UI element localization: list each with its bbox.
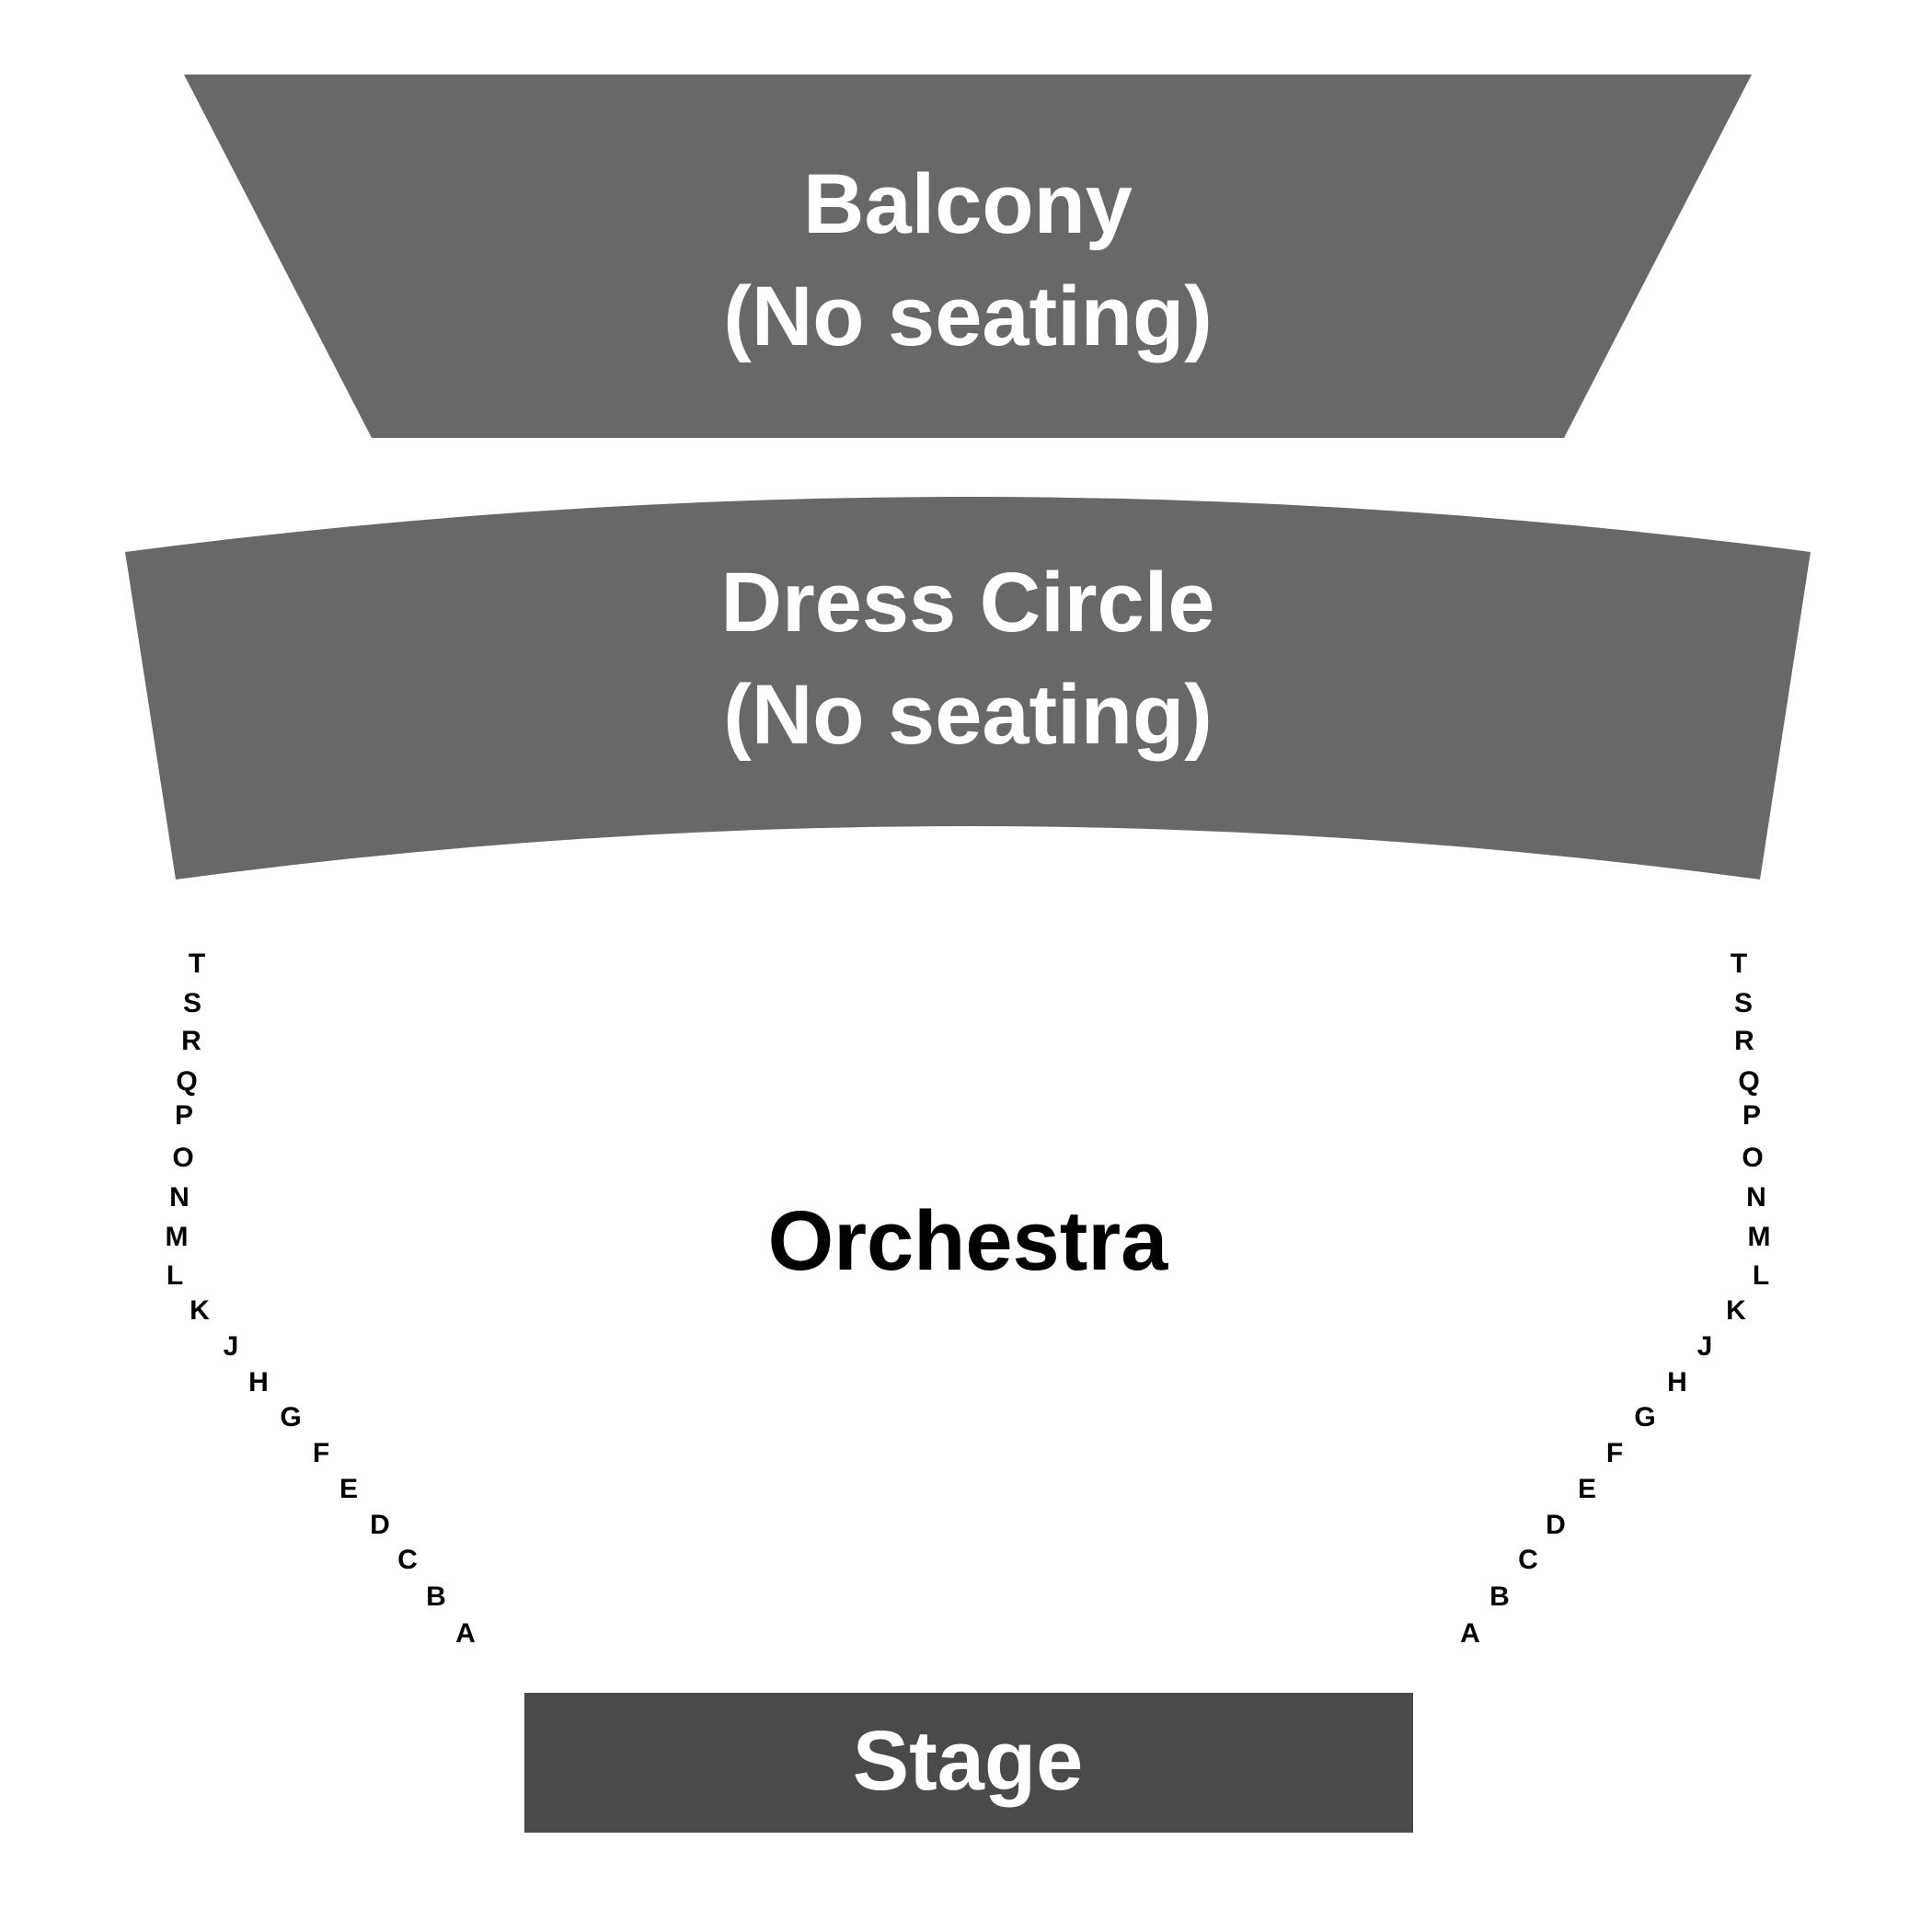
row-label-left-t: T — [189, 949, 205, 979]
stage-shape — [524, 1693, 1413, 1833]
row-label-left-f: F — [313, 1438, 329, 1468]
row-label-left-p: P — [175, 1100, 193, 1131]
dress-circle-section: Dress Circle (No seating) — [125, 497, 1811, 880]
row-label-right-b: B — [1489, 1581, 1510, 1612]
row-label-right-q: Q — [1738, 1066, 1759, 1097]
row-label-left-a: A — [455, 1618, 476, 1649]
row-label-right-m: M — [1748, 1222, 1771, 1252]
row-label-left-k: K — [190, 1295, 210, 1326]
balcony-section: Balcony (No seating) — [184, 75, 1752, 438]
row-label-right-f: F — [1606, 1438, 1623, 1468]
row-label-right-a: A — [1460, 1618, 1480, 1649]
row-label-left-s: S — [183, 988, 201, 1018]
dress-circle-title: Dress Circle — [721, 556, 1215, 650]
row-label-right-s: S — [1734, 988, 1753, 1018]
row-label-left-g: G — [280, 1402, 301, 1432]
row-label-right-l: L — [1753, 1260, 1769, 1291]
row-label-right-d: D — [1546, 1510, 1566, 1540]
stage-label: Stage — [853, 1714, 1084, 1808]
row-label-right-c: C — [1518, 1545, 1538, 1575]
row-label-right-p: P — [1742, 1100, 1761, 1131]
row-label-right-h: H — [1667, 1367, 1687, 1397]
row-label-right-e: E — [1578, 1474, 1596, 1504]
row-label-right-k: K — [1726, 1295, 1746, 1326]
row-label-left-j: J — [224, 1331, 239, 1362]
dress-circle-shape — [125, 497, 1811, 880]
row-label-right-r: R — [1734, 1026, 1754, 1056]
row-label-left-l: L — [167, 1260, 183, 1291]
row-label-left-q: Q — [176, 1066, 197, 1097]
row-label-right-g: G — [1634, 1402, 1655, 1432]
stage-section: Stage — [524, 1693, 1413, 1833]
row-label-left-d: D — [370, 1510, 390, 1540]
balcony-shape — [184, 75, 1752, 438]
balcony-subtitle: (No seating) — [723, 270, 1213, 363]
row-label-left-m: M — [166, 1222, 189, 1252]
row-label-left-b: B — [426, 1581, 446, 1612]
row-label-left-n: N — [169, 1182, 190, 1213]
row-label-left-r: R — [181, 1026, 201, 1056]
orchestra-label: Orchestra — [768, 1194, 1168, 1288]
row-label-right-j: J — [1697, 1331, 1713, 1362]
row-label-left-e: E — [339, 1474, 358, 1504]
row-label-right-t: T — [1731, 949, 1747, 979]
balcony-title: Balcony — [803, 157, 1133, 251]
row-label-left-o: O — [172, 1143, 193, 1173]
dress-circle-subtitle: (No seating) — [723, 668, 1213, 762]
row-label-right-n: N — [1746, 1182, 1766, 1213]
row-label-right-o: O — [1742, 1143, 1763, 1173]
row-label-left-c: C — [397, 1545, 418, 1575]
row-label-left-h: H — [248, 1367, 269, 1397]
